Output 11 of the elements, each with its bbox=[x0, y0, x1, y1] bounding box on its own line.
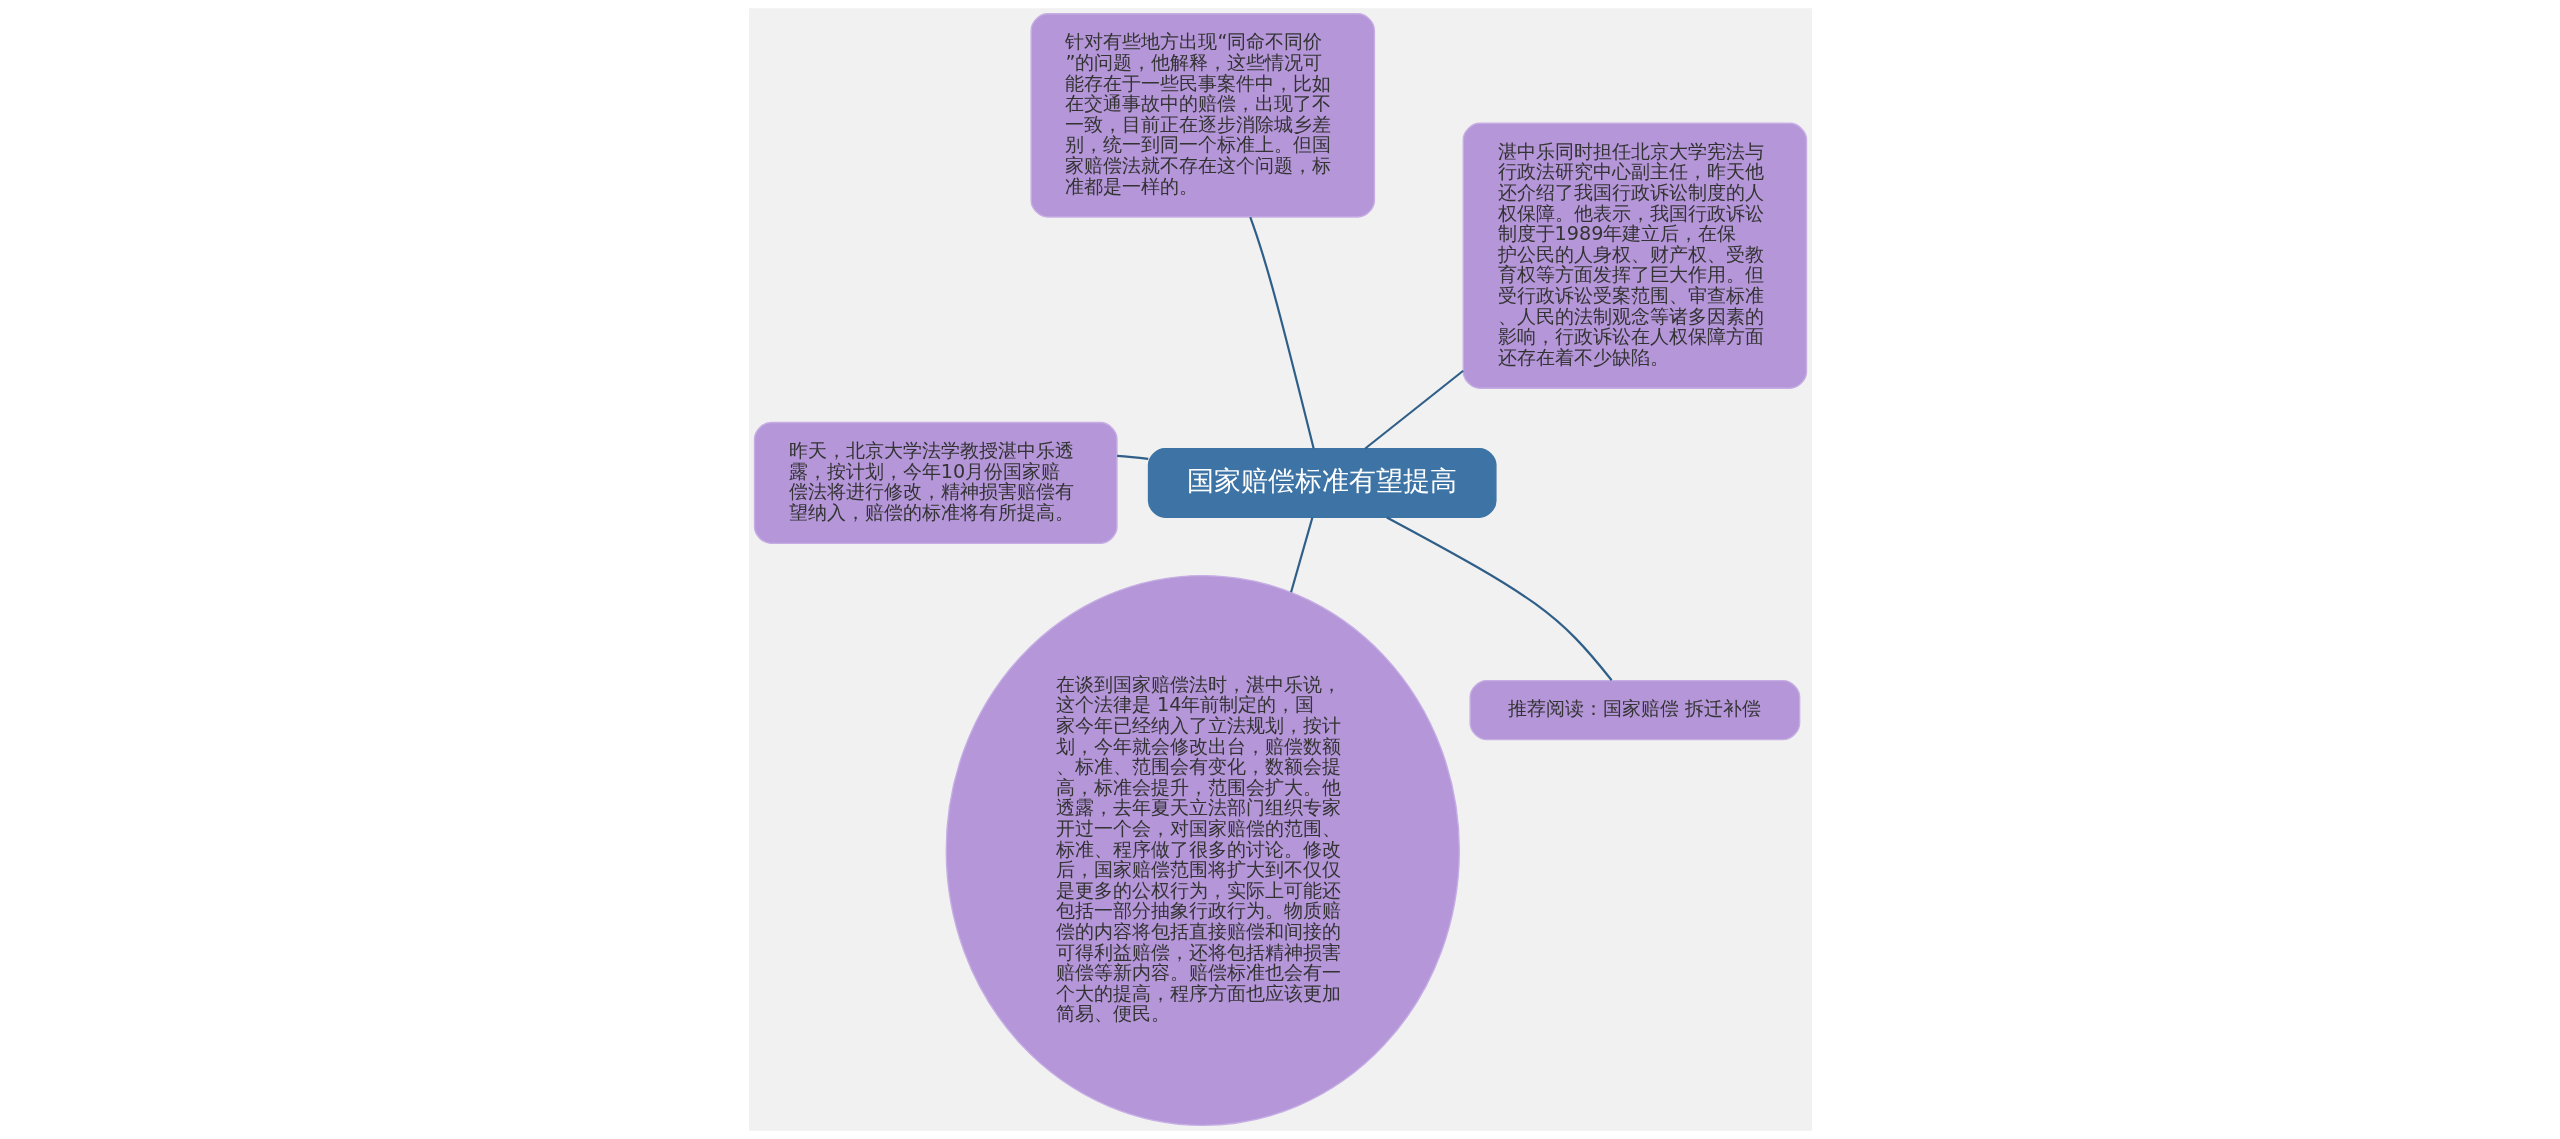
node-box: 昨天，北京大学法学教授湛中乐透露，按计划，今年10月份国家赔偿法将进行修改，精神损害赔偿有望纳入，赔偿的标准将有所提高。 bbox=[753, 421, 1118, 544]
node-box: 推荐阅读：国家赔偿 拆迁补偿 bbox=[1468, 679, 1800, 741]
connector bbox=[1385, 516, 1612, 681]
connector bbox=[1364, 369, 1464, 450]
connector bbox=[1289, 517, 1313, 593]
node-box: 湛中乐同时担任北京大学宪法与行政法研究中心副主任，昨天他还介绍了我国行政诉讼制度的人权保障。他表示，我国行政诉讼制度于1989年建立后，在保护公民的人身权、财产权、受教育权等方面发挥了巨大作用。但受行政诉讼受案范围、审查标准、人民的法制观念等诸多因素的影响，行政诉讼在人权保障方面还存在着不少缺陷。 bbox=[1462, 122, 1807, 389]
node-box: 国家赔偿标准有望提高 bbox=[1147, 447, 1497, 518]
connector bbox=[1116, 454, 1148, 460]
node-box: 针对有些地方出现“同命不同价”的问题，他解释，这些情况可能存在于一些民事案件中，比如在交通事故中的赔偿，出现了不一致，目前正在逐步消除城乡差别，统一到同一个标准上。但国家赔偿法就不存在这个问题，标准都是一样的。 bbox=[1029, 13, 1375, 218]
node-circle: 在谈到国家赔偿法时，湛中乐说，这个法律是 14年前制定的，国家今年已经纳入了立法规划，按计划，今年就会修改出台，赔偿数额、标准、范围会有变化，数额会提高，标准会提升，范围会扩大。他透露，去年夏天立法部门组织专家开过一个会，对国家赔偿的范围、标准、程序做了很多的讨论。修改后，国家赔偿范围将扩大到不仅仅是更多的公权行为，实际上可能还包括一部分抽象行政行为。物质赔偿的内容将包括直接赔偿和间接的可得利益赔偿，还将包括精神损害赔偿等新内容。赔偿标准也会有一个大的提高，程序方面也应该更加简易、便民。 bbox=[945, 574, 1460, 1127]
connector bbox=[1248, 216, 1315, 449]
